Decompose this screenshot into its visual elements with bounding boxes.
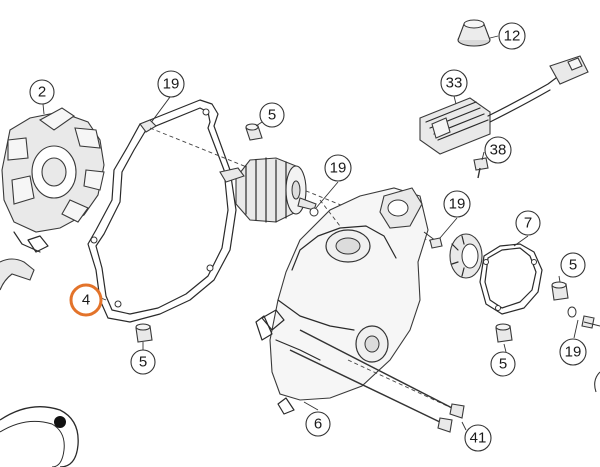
rubber-plug bbox=[457, 19, 491, 47]
svg-text:12: 12 bbox=[504, 28, 521, 45]
svg-text:41: 41 bbox=[470, 430, 487, 447]
cover-seal-partial bbox=[0, 406, 79, 467]
svg-text:19: 19 bbox=[565, 344, 582, 361]
svg-text:6: 6 bbox=[314, 416, 322, 433]
impeller bbox=[449, 233, 483, 279]
screw-38 bbox=[473, 157, 489, 179]
svg-text:33: 33 bbox=[446, 75, 463, 92]
svg-text:38: 38 bbox=[490, 142, 507, 159]
svg-text:19: 19 bbox=[163, 76, 180, 93]
svg-text:5: 5 bbox=[569, 257, 577, 274]
callout-5-right: 5 bbox=[560, 252, 586, 278]
callout-19-right: 19 bbox=[559, 338, 587, 366]
svg-text:5: 5 bbox=[499, 356, 507, 373]
callout-19-gear: 19 bbox=[324, 154, 352, 182]
callout-6: 6 bbox=[305, 411, 331, 437]
ignition-cover bbox=[255, 187, 457, 415]
stator-assembly bbox=[0, 107, 105, 291]
voltage-regulator bbox=[419, 55, 589, 155]
callout-5-upper: 5 bbox=[259, 102, 285, 128]
svg-text:4: 4 bbox=[82, 292, 90, 309]
callout-5-lower-left: 5 bbox=[130, 349, 156, 375]
svg-text:5: 5 bbox=[139, 354, 147, 371]
gasket bbox=[87, 99, 237, 323]
idler-gear bbox=[149, 127, 441, 246]
callout-4-highlighted[interactable]: 4 bbox=[69, 283, 103, 317]
pump-cover-gasket bbox=[479, 243, 543, 315]
leader-lines bbox=[42, 35, 579, 431]
long-bolts bbox=[289, 329, 465, 433]
dowel-pin-upper bbox=[245, 123, 263, 141]
svg-text:19: 19 bbox=[449, 196, 466, 213]
callout-5-pump: 5 bbox=[490, 351, 516, 377]
svg-text:7: 7 bbox=[524, 215, 532, 232]
svg-text:19: 19 bbox=[330, 160, 347, 177]
callout-41: 41 bbox=[464, 424, 492, 452]
callout-2: 2 bbox=[29, 79, 55, 105]
dowel-pin-right-a bbox=[551, 281, 569, 301]
edge-partial-part bbox=[594, 371, 600, 393]
callout-33: 33 bbox=[440, 69, 468, 97]
bolt-19-right bbox=[567, 306, 600, 329]
bolt-19-top bbox=[139, 96, 171, 133]
dowel-pin-lower-left bbox=[135, 323, 153, 343]
callout-12: 12 bbox=[498, 22, 526, 50]
bolt-19-middle bbox=[423, 231, 443, 249]
svg-text:2: 2 bbox=[38, 84, 46, 101]
dowel-pin-right-b bbox=[495, 323, 513, 343]
callout-19-cover: 19 bbox=[443, 190, 471, 218]
svg-text:5: 5 bbox=[268, 107, 276, 124]
callout-7: 7 bbox=[515, 210, 541, 236]
callout-38: 38 bbox=[484, 136, 512, 164]
callout-19-top: 19 bbox=[157, 70, 185, 98]
